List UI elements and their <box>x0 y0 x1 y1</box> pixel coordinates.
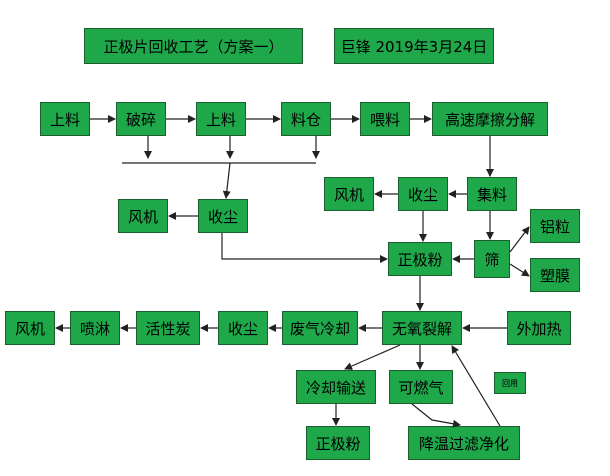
node-collect: 集料 <box>467 177 517 211</box>
node-combustible-gas: 可燃气 <box>389 370 453 404</box>
node-activated-carbon: 活性炭 <box>136 311 200 345</box>
node-anaerobic-pyrolysis: 无氧裂解 <box>382 311 462 345</box>
arrow-sieve-aluminum <box>509 226 530 253</box>
author-date-label: 巨锋 2019年3月24日 <box>334 28 494 64</box>
arrow-dust2-cathode <box>221 233 388 263</box>
arrow-to-dust2 <box>222 162 231 199</box>
node-fan-1: 风机 <box>324 177 374 211</box>
node-spray: 喷淋 <box>70 311 120 345</box>
label-reuse: 回用 <box>494 372 526 394</box>
node-fan-3: 风机 <box>5 311 55 345</box>
node-cathode-powder-2: 正极粉 <box>306 426 370 460</box>
node-feed: 喂料 <box>360 102 410 136</box>
node-dust-3: 收尘 <box>218 311 268 345</box>
node-dust-2: 收尘 <box>198 199 248 233</box>
arrow-sieve-film <box>509 263 530 277</box>
node-high-speed-grind: 高速摩擦分解 <box>432 102 548 136</box>
node-sieve: 筛 <box>474 240 510 278</box>
node-aluminum-grain: 铝粒 <box>530 209 580 243</box>
node-external-heating: 外加热 <box>507 311 571 345</box>
node-plastic-film: 塑膜 <box>530 258 580 292</box>
node-load-1: 上料 <box>40 102 90 136</box>
node-silo: 料仓 <box>281 102 331 136</box>
node-purify: 降温过滤净化 <box>408 426 520 460</box>
node-cathode-powder-1: 正极粉 <box>388 242 452 276</box>
arrow-combust-purify <box>411 403 461 428</box>
node-crush: 破碎 <box>116 102 166 136</box>
node-gas-cooling: 废气冷却 <box>282 311 358 345</box>
arrow-pyrolysis-coolconvey <box>344 344 401 370</box>
node-fan-2: 风机 <box>118 199 168 233</box>
arrow-purify-pyrolysis <box>451 345 501 427</box>
node-load-2: 上料 <box>196 102 246 136</box>
diagram-title: 正极片回收工艺（方案一） <box>84 28 303 64</box>
node-cool-convey: 冷却输送 <box>296 370 376 404</box>
node-dust-1: 收尘 <box>398 177 448 211</box>
